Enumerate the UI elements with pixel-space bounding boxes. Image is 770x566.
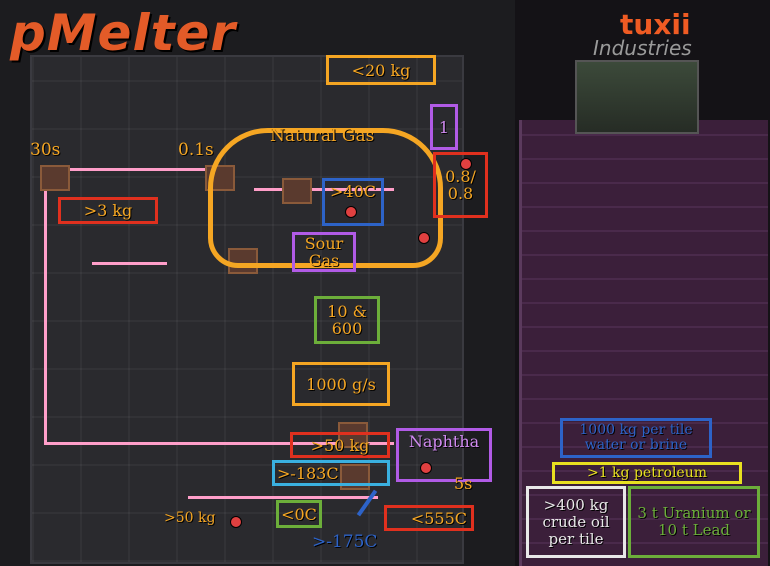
annotation-text: <20 kg: [351, 60, 411, 80]
annotation-text: >3 kg: [83, 201, 133, 220]
annotation-0-1s: 0.1s: [178, 140, 214, 160]
game-view-right: [515, 0, 770, 566]
base-structure-right: [519, 120, 768, 566]
annotation-lt-555c: <555C: [384, 505, 474, 531]
annotation-5s: 5s: [454, 474, 473, 493]
annotation-text: 0.8/ 0.8: [445, 167, 476, 203]
annotation-text: 3 t Uranium or 10 t Lead: [637, 504, 751, 539]
annotation-text: <0C: [281, 504, 317, 524]
gas-pump[interactable]: [338, 422, 368, 448]
page-title: pMelter: [10, 4, 237, 62]
sensor-dot[interactable]: [230, 516, 242, 528]
annotation-text: >50 kg: [310, 435, 370, 455]
annotation-water: 1000 kg per tile water or brine: [560, 418, 712, 458]
annotation-ratio: 0.8/ 0.8: [433, 152, 488, 218]
gas-pump[interactable]: [282, 178, 312, 204]
annotation-uranium: 3 t Uranium or 10 t Lead: [628, 486, 760, 558]
sensor-dot[interactable]: [420, 462, 432, 474]
annotation-text: >400 kg crude oil per tile: [542, 495, 610, 548]
natural-gas-loop: [208, 128, 443, 268]
annotation-30s: 30s: [30, 140, 61, 160]
annotation-text: 1000 kg per tile water or brine: [579, 422, 693, 453]
pipe: [44, 442, 394, 445]
annotation-natural-gas: Natural Gas: [270, 126, 375, 146]
sensor-dot[interactable]: [345, 206, 357, 218]
machinery-top: [575, 60, 699, 134]
annotation-text: Sour Gas: [304, 234, 344, 270]
pipe: [44, 168, 47, 443]
annotation-text: >40C: [329, 182, 376, 201]
annotation-minus-175c: >-175C: [312, 532, 378, 552]
annotation-gt-50kg-small: >50 kg: [164, 510, 216, 526]
shutoff-valve[interactable]: [40, 165, 70, 191]
annotation-gt-40c: >40C: [322, 178, 384, 226]
annotation-text: 1: [438, 117, 450, 137]
annotation-sour-gas: Sour Gas: [292, 232, 356, 272]
annotation-more-3kg: >3 kg: [58, 197, 158, 224]
brand-logo-subtitle: Industries: [593, 36, 692, 60]
annotation-gt-50kg: >50 kg: [290, 432, 390, 458]
annotation-rate: 1000 g/s: [292, 362, 390, 406]
annotation-text: 1000 g/s: [306, 374, 376, 394]
sensor-dot[interactable]: [460, 158, 472, 170]
annotation-naphtha: Naphtha: [396, 428, 492, 482]
pipe: [188, 496, 378, 499]
annotation-text: <555C: [410, 508, 467, 528]
annotation-10-600: 10 & 600: [314, 296, 380, 344]
annotation-text: >1 kg petroleum: [586, 464, 708, 481]
annotation-one: 1: [430, 104, 458, 150]
annotation-text: Naphtha: [408, 432, 480, 451]
annotation-text: >-183C: [277, 463, 339, 483]
annotation-lt-0c: <0C: [276, 500, 322, 528]
pipe: [92, 262, 167, 265]
brand-logo-text: tuxii: [620, 8, 691, 41]
annotation-crude: >400 kg crude oil per tile: [526, 486, 626, 558]
annotation-text: 10 & 600: [327, 302, 367, 338]
annotation-petroleum: >1 kg petroleum: [552, 462, 742, 484]
annotation-less-20kg: <20 kg: [326, 55, 436, 85]
pipe: [44, 168, 214, 171]
annotation-minus-183c: >-183C: [272, 460, 390, 486]
